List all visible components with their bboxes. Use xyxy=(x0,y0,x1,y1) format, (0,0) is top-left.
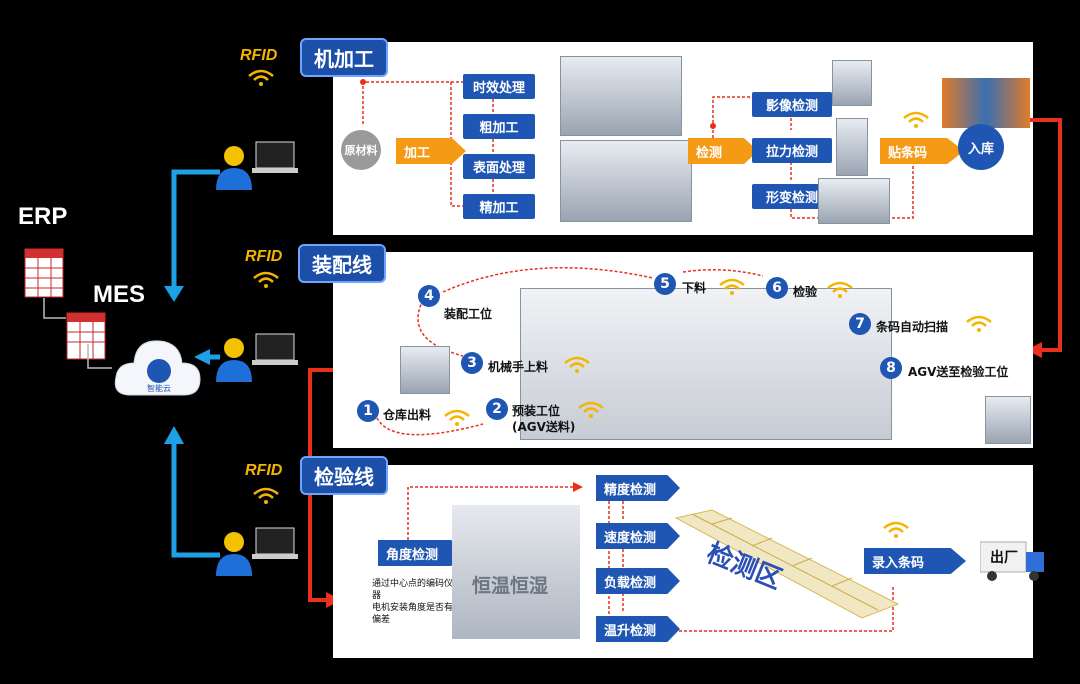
user-computer-icon xyxy=(210,524,300,580)
erp-mes-connector xyxy=(43,298,112,369)
wifi-icon xyxy=(248,69,274,86)
wifi-icon xyxy=(966,315,992,332)
step-surface: 表面处理 xyxy=(463,154,535,179)
process-label: 加工 xyxy=(404,145,431,161)
svg-text:智能云: 智能云 xyxy=(147,383,171,393)
label-arrow: 贴条码 xyxy=(880,138,964,164)
assembly-step-label: AGV送至检验工位 xyxy=(908,365,1009,379)
wifi-icon xyxy=(253,271,279,288)
angle-inspection-label: 角度检测 xyxy=(386,547,439,563)
angle-note: 通过中心点的编码仪器 电机安装角度是否有偏差 xyxy=(372,579,454,625)
inspection-title: 检验线 xyxy=(300,456,388,495)
barcode-label: 贴条码 xyxy=(888,145,928,161)
robot-station-image xyxy=(400,346,450,394)
ship-label: 出厂 xyxy=(990,550,1018,566)
inspection-rack-image: 检测区 xyxy=(672,508,902,628)
red-connector-right xyxy=(1026,118,1062,358)
assembly-step-number: 6 xyxy=(766,277,788,299)
raw-material-badge: 原材料 xyxy=(341,130,381,170)
wifi-icon xyxy=(578,401,604,418)
wifi-icon xyxy=(883,521,909,538)
wifi-icon xyxy=(903,111,929,128)
inspect-arrow: 检测 xyxy=(688,138,758,164)
barcode-entry-label: 录入条码 xyxy=(872,555,925,571)
wifi-icon xyxy=(444,409,470,426)
cloud-icon: 智能云 xyxy=(112,325,202,407)
storage-label: 入库 xyxy=(967,141,994,157)
assembly-step-label: 预装工位 (AGV送料) xyxy=(512,404,576,434)
assembly-step-number: 4 xyxy=(418,285,440,307)
chamber-label: 恒温恒湿 xyxy=(472,575,549,597)
assembly-step-label: 装配工位 xyxy=(444,307,493,321)
wifi-icon xyxy=(564,356,590,373)
tensile-tester-image xyxy=(836,118,868,176)
process-arrow: 加工 xyxy=(396,138,466,164)
check-precision-label: 精度检测 xyxy=(604,482,657,498)
user-computer-icon xyxy=(210,330,300,386)
check-precision-arrow: 精度检测 xyxy=(596,475,680,501)
assembly-step-number: 5 xyxy=(654,273,676,295)
assembly-step-label: 机械手上料 xyxy=(488,360,549,374)
agv-image xyxy=(985,396,1031,444)
assembly-step-label: 下料 xyxy=(682,281,707,295)
mes-flow-arrows xyxy=(164,169,220,558)
storage-badge: 入库 xyxy=(958,124,1004,170)
angle-inspection-arrow: 角度检测 xyxy=(378,540,464,566)
assembly-step-number: 2 xyxy=(486,398,508,420)
wifi-icon xyxy=(827,281,853,298)
check-image: 影像检测 xyxy=(752,92,832,117)
erp-spreadsheet-icon xyxy=(24,248,64,298)
check-speed-arrow: 速度检测 xyxy=(596,523,680,549)
rfid-label: RFID xyxy=(245,248,283,265)
rfid-label: RFID xyxy=(245,462,283,479)
assembly-step-label: 仓库出料 xyxy=(383,408,432,422)
inspect-label: 检测 xyxy=(696,145,723,161)
assembly-step-label: 条码自动扫描 xyxy=(876,320,949,334)
step-aging: 时效处理 xyxy=(463,74,535,99)
assembly-step-number: 7 xyxy=(849,313,871,335)
check-speed-label: 速度检测 xyxy=(604,530,657,546)
mes-spreadsheet-icon xyxy=(66,312,106,360)
raw-material-label: 原材料 xyxy=(344,144,378,157)
truck-icon: 出厂 xyxy=(979,538,1048,584)
mes-label: MES xyxy=(93,281,146,308)
inspection-machine-image xyxy=(832,60,872,106)
cmm-image xyxy=(818,178,890,224)
assembly-title: 装配线 xyxy=(298,244,386,283)
check-temp-arrow: 温升检测 xyxy=(596,616,680,642)
erp-label: ERP xyxy=(18,203,68,230)
cnc-machine-image xyxy=(560,140,692,222)
wifi-icon xyxy=(719,278,745,295)
assembly-step-number: 3 xyxy=(461,352,483,374)
assembly-step-label: 检验 xyxy=(793,285,818,299)
wifi-icon xyxy=(253,487,279,504)
check-load-arrow: 负载检测 xyxy=(596,568,680,594)
check-temp-label: 温升检测 xyxy=(604,623,657,639)
step-finish: 精加工 xyxy=(463,194,535,219)
machining-title: 机加工 xyxy=(300,38,388,77)
assembly-step-number: 8 xyxy=(880,357,902,379)
barcode-entry-arrow: 录入条码 xyxy=(864,548,966,574)
chamber-image: 恒温恒湿 xyxy=(452,505,580,639)
inspection-flow-lines xyxy=(407,482,894,632)
assembly-step-number: 1 xyxy=(357,400,379,422)
check-load-label: 负载检测 xyxy=(604,575,657,591)
step-rough: 粗加工 xyxy=(463,114,535,139)
check-tensile: 拉力检测 xyxy=(752,138,832,163)
cnc-machine-image xyxy=(560,56,682,136)
warehouse-image xyxy=(942,78,1030,128)
user-computer-icon xyxy=(210,138,300,194)
rfid-label: RFID xyxy=(240,47,278,64)
